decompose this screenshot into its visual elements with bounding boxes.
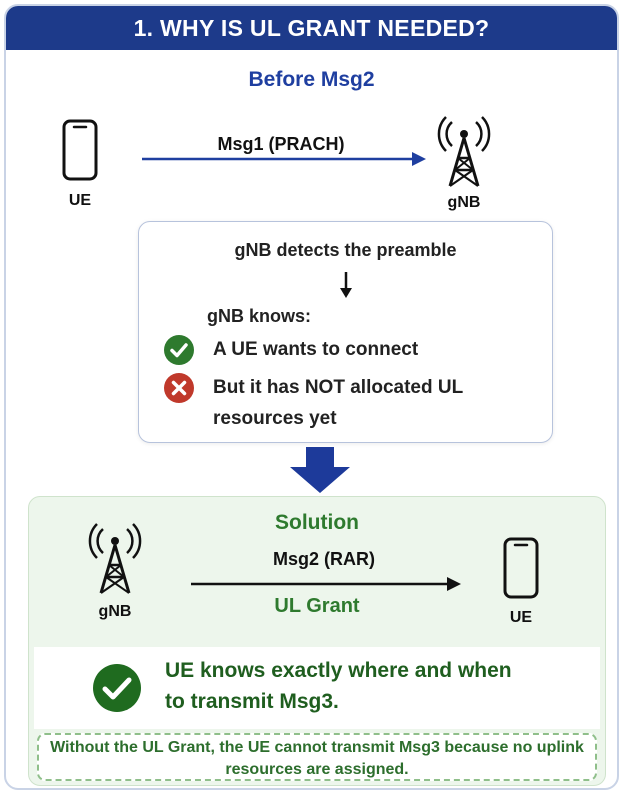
solution-panel: Solution gNB Msg2 (RAR) UL Grant [28,496,606,786]
result-text: UE knows exactly where and when to trans… [165,659,512,713]
cross-item-text: But it has NOT allocated UL resources ye… [213,377,463,429]
knows-label: gNB knows: [207,306,312,326]
ue-label: UE [68,192,92,209]
gnb-label: gNB [447,194,481,211]
result-row: UE knows exactly where and when to trans… [34,647,600,729]
tower-icon [88,523,142,594]
ue-label: UE [509,609,533,626]
msg1-arrow [142,152,426,166]
tower-icon [437,116,491,187]
cross-icon [164,373,194,403]
ul-grant-label: UL Grant [274,595,360,617]
check-item: A UE wants to connect [163,334,418,366]
footnote: Without the UL Grant, the UE cannot tran… [37,733,597,781]
solution-title: Solution [275,511,359,534]
phone-icon [503,537,539,599]
check-item-text: A UE wants to connect [213,339,419,360]
down-arrow-icon [340,272,352,298]
msg1-label: Msg1 (PRACH) [217,134,345,154]
before-subtitle: Before Msg2 [248,68,375,91]
detect-title: gNB detects the preamble [234,240,457,260]
phone-icon [62,119,98,181]
detection-box: gNB detects the preamble gNB knows: A UE… [138,221,553,443]
header-title: 1. WHY IS UL GRANT NEEDED? [6,6,617,50]
cross-item: But it has NOT allocated UL resources ye… [163,372,503,434]
diagram-frame: 1. WHY IS UL GRANT NEEDED? Before Msg2 U… [4,4,619,790]
check-icon [93,664,141,712]
gnb-label: gNB [98,603,132,620]
big-down-arrow-icon [290,447,350,493]
msg2-label: Msg2 (RAR) [273,549,375,569]
check-icon [164,335,194,365]
msg2-arrow [191,577,461,591]
